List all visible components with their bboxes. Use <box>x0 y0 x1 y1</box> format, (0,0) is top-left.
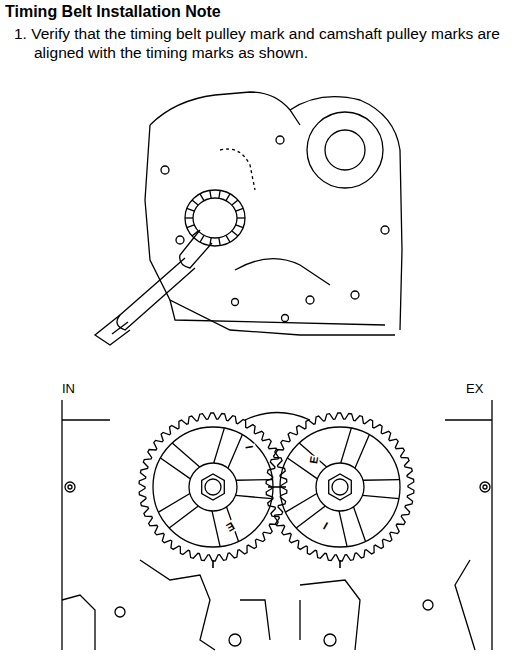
heading: Timing Belt Installation Note <box>5 3 221 21</box>
pulley-spoke <box>341 428 370 468</box>
pulley-teeth <box>266 413 414 561</box>
pulley-rim <box>280 427 400 547</box>
sprocket-tooth <box>185 217 193 218</box>
sprocket-tooth <box>187 208 195 211</box>
pulley-spoke <box>212 507 238 547</box>
pulley-mark: I <box>243 443 256 450</box>
pulley-hub <box>189 463 237 511</box>
pulley-spoke <box>235 480 272 499</box>
sprocket-tooth <box>226 194 230 201</box>
sprocket-tooth <box>200 235 204 242</box>
sprocket-tooth <box>232 231 238 236</box>
sprocket-tooth <box>219 190 220 198</box>
sprocket-tooth <box>236 208 244 211</box>
pulley-mark: E <box>307 454 320 465</box>
hex-bolt <box>329 474 352 500</box>
pulley-spoke <box>286 493 326 528</box>
bolt-center <box>332 479 348 495</box>
pulley-spoke <box>160 443 199 479</box>
pulley-rim <box>153 427 273 547</box>
sprocket-tooth <box>210 190 211 198</box>
pulley-spoke <box>362 480 399 499</box>
sprocket-tooth <box>226 235 230 242</box>
pulley-spoke <box>214 428 243 468</box>
hex-bolt <box>202 474 225 500</box>
pulley-mark: I <box>320 520 330 533</box>
pulley-spoke <box>339 507 365 547</box>
sprocket-tooth <box>192 200 198 205</box>
sprocket-tooth <box>236 225 244 228</box>
pulley-spoke <box>159 493 199 528</box>
pulley-hub <box>316 463 364 511</box>
sprocket-tooth <box>219 238 220 246</box>
bolt-center <box>205 479 221 495</box>
exhaust-label: EX <box>466 381 483 396</box>
pulley-teeth <box>139 413 287 561</box>
sprocket-tooth <box>187 225 195 228</box>
sprocket-tooth <box>232 200 238 205</box>
instruction-note: 1. Verify that the timing belt pulley ma… <box>14 24 504 62</box>
sprocket-tooth <box>237 217 245 218</box>
pulley-spoke <box>287 443 326 479</box>
sprocket-tooth <box>200 194 204 201</box>
intake-label: IN <box>62 381 75 396</box>
